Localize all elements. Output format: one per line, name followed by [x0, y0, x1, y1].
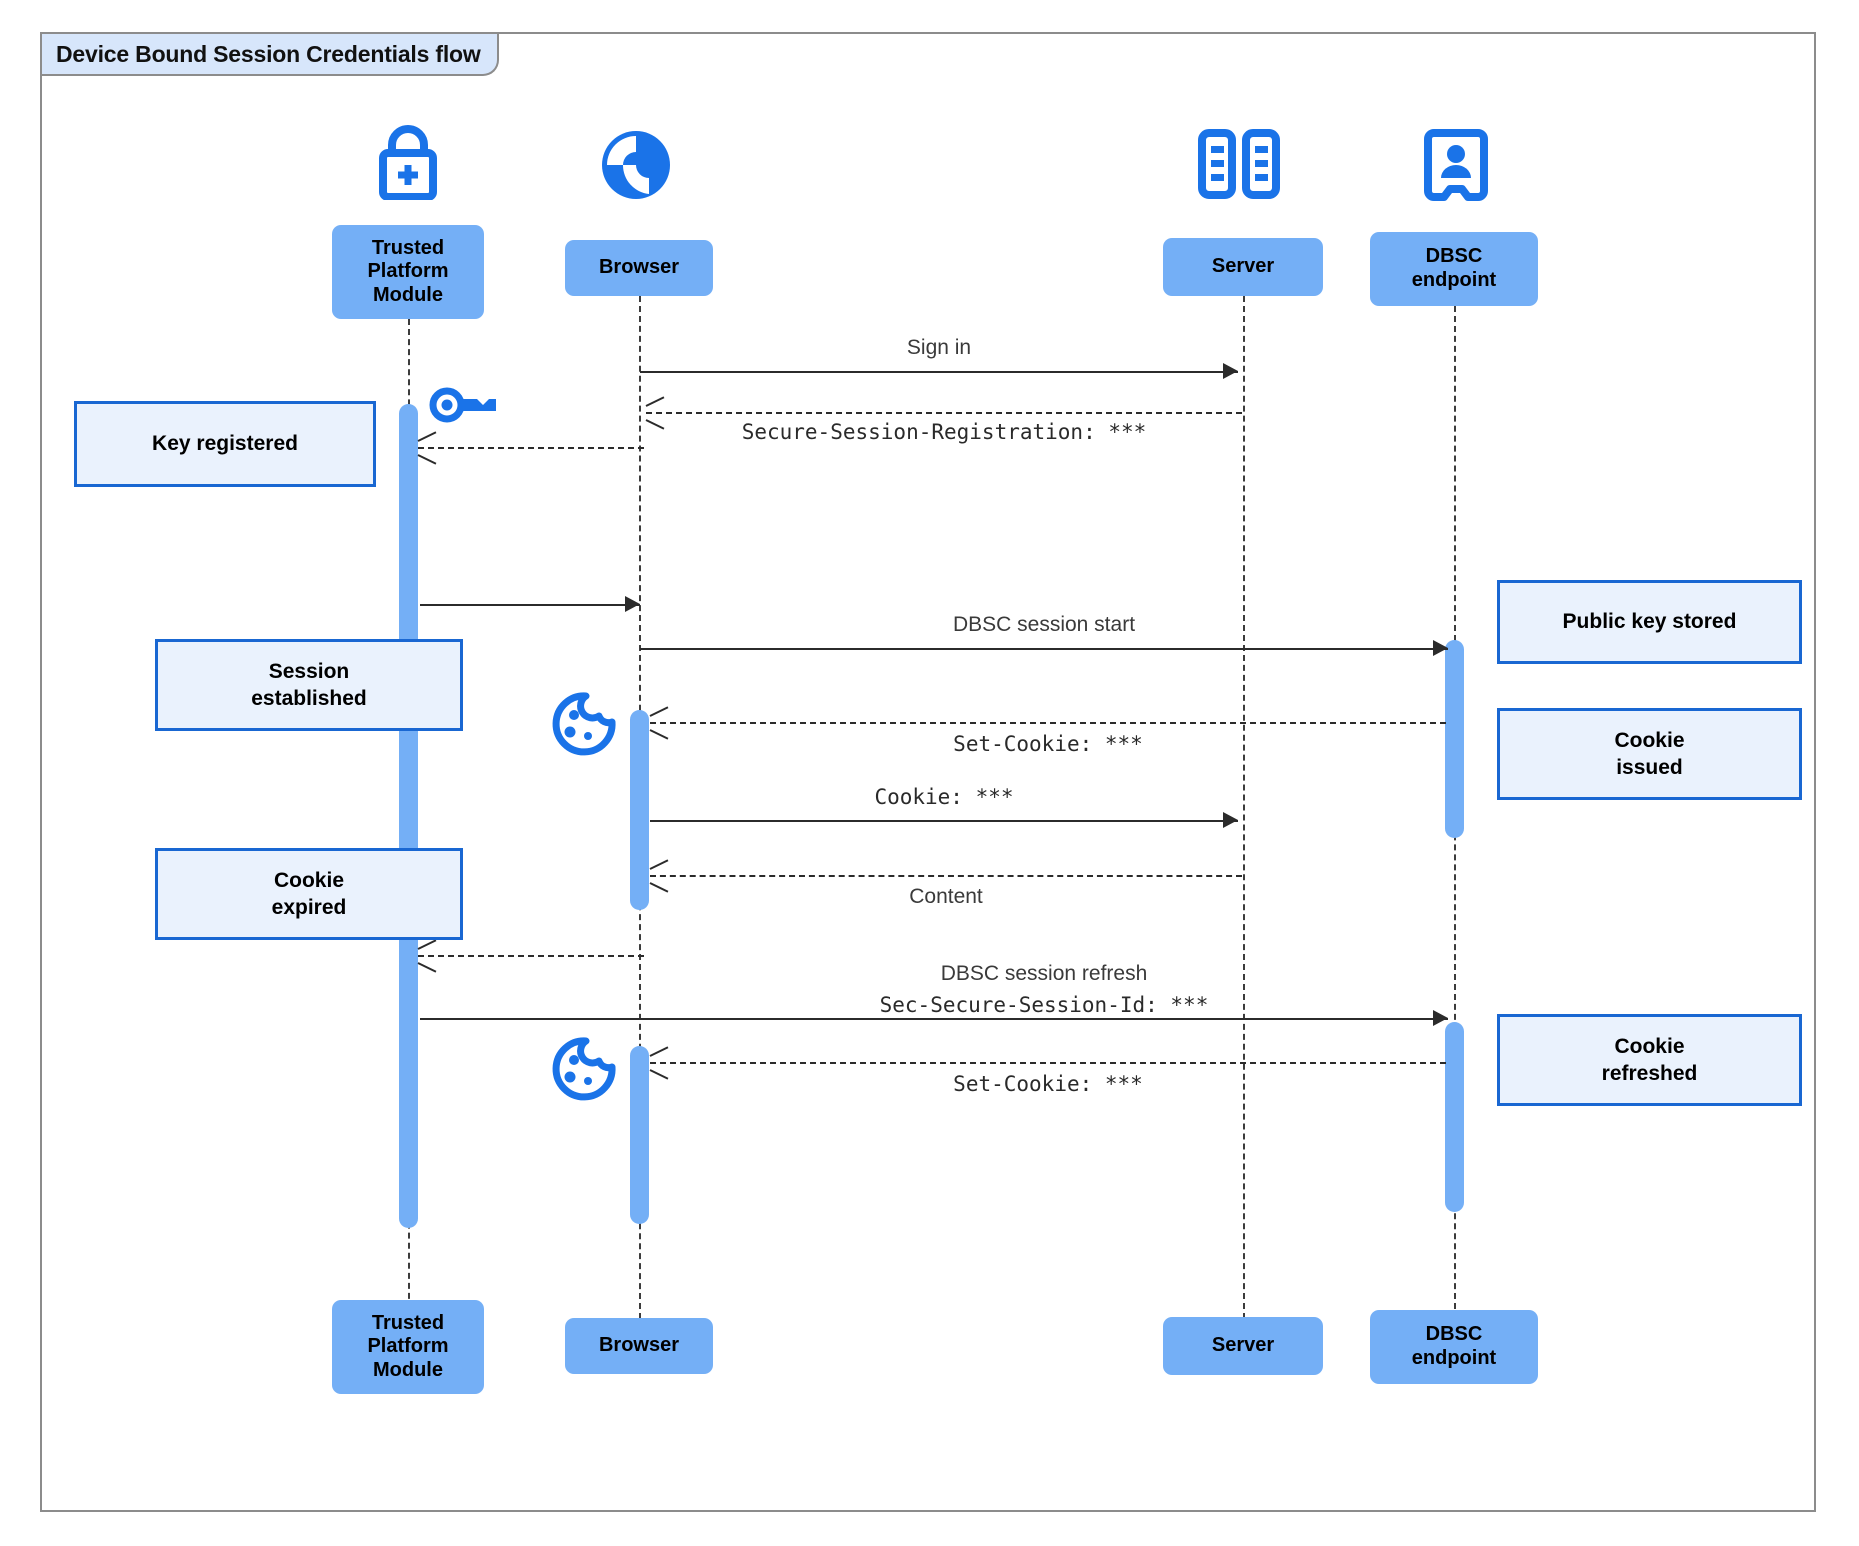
diagram-title: Device Bound Session Credentials flow: [42, 34, 499, 76]
cookie-icon-2: [546, 1035, 618, 1108]
message-label-set-cookie-1: Set-Cookie: ***: [953, 732, 1143, 756]
message-label-sign-in: Sign in: [906, 336, 972, 359]
participant-foot-server[interactable]: Server: [1163, 1317, 1323, 1375]
message-label-secure-session-registration: Secure-Session-Registration: ***: [741, 420, 1147, 444]
server-rack-icon: [1196, 128, 1282, 205]
activation-bar-dbsc-1: [1445, 640, 1464, 838]
activation-bar-dbsc-2: [1445, 1022, 1464, 1212]
participant-label-tpm: Trusted Platform Module: [367, 236, 449, 306]
participant-head-server[interactable]: Server: [1163, 238, 1323, 296]
participant-head-dbsc[interactable]: DBSC endpoint: [1370, 232, 1538, 306]
id-badge-icon: [1424, 128, 1488, 209]
activation-bar-browser-2: [630, 1046, 649, 1224]
message-label-cookie: Cookie: ***: [874, 785, 1014, 809]
lock-plus-icon: [362, 125, 454, 205]
note-key-registered: Key registered: [74, 401, 376, 487]
participant-head-tpm[interactable]: Trusted Platform Module: [332, 225, 484, 319]
participant-label-dbsc: DBSC endpoint: [1411, 245, 1497, 291]
activation-bar-tpm: [399, 404, 418, 1228]
participant-foot-browser[interactable]: Browser: [565, 1318, 713, 1374]
participant-foot-label-dbsc: DBSC endpoint: [1411, 1323, 1497, 1369]
message-label-set-cookie-2: Set-Cookie: ***: [953, 1072, 1143, 1096]
participant-head-browser[interactable]: Browser: [565, 240, 713, 296]
globe-icon: [597, 126, 675, 209]
note-public-key-stored: Public key stored: [1497, 580, 1802, 664]
participant-foot-tpm[interactable]: Trusted Platform Module: [332, 1300, 484, 1394]
message-label-dbsc-session-start: DBSC session start: [952, 613, 1136, 636]
message-label-sec-secure-session-id: Sec-Secure-Session-Id: ***: [879, 993, 1209, 1017]
cookie-icon-1: [546, 690, 618, 763]
key-icon: [428, 382, 500, 433]
participant-foot-dbsc[interactable]: DBSC endpoint: [1370, 1310, 1538, 1384]
participant-foot-label-tpm: Trusted Platform Module: [367, 1311, 449, 1381]
lifeline-server: [1243, 296, 1245, 1319]
message-label-content: Content: [909, 885, 983, 908]
message-label-dbsc-session-refresh: DBSC session refresh: [940, 962, 1148, 985]
activation-bar-browser-1: [630, 710, 649, 910]
